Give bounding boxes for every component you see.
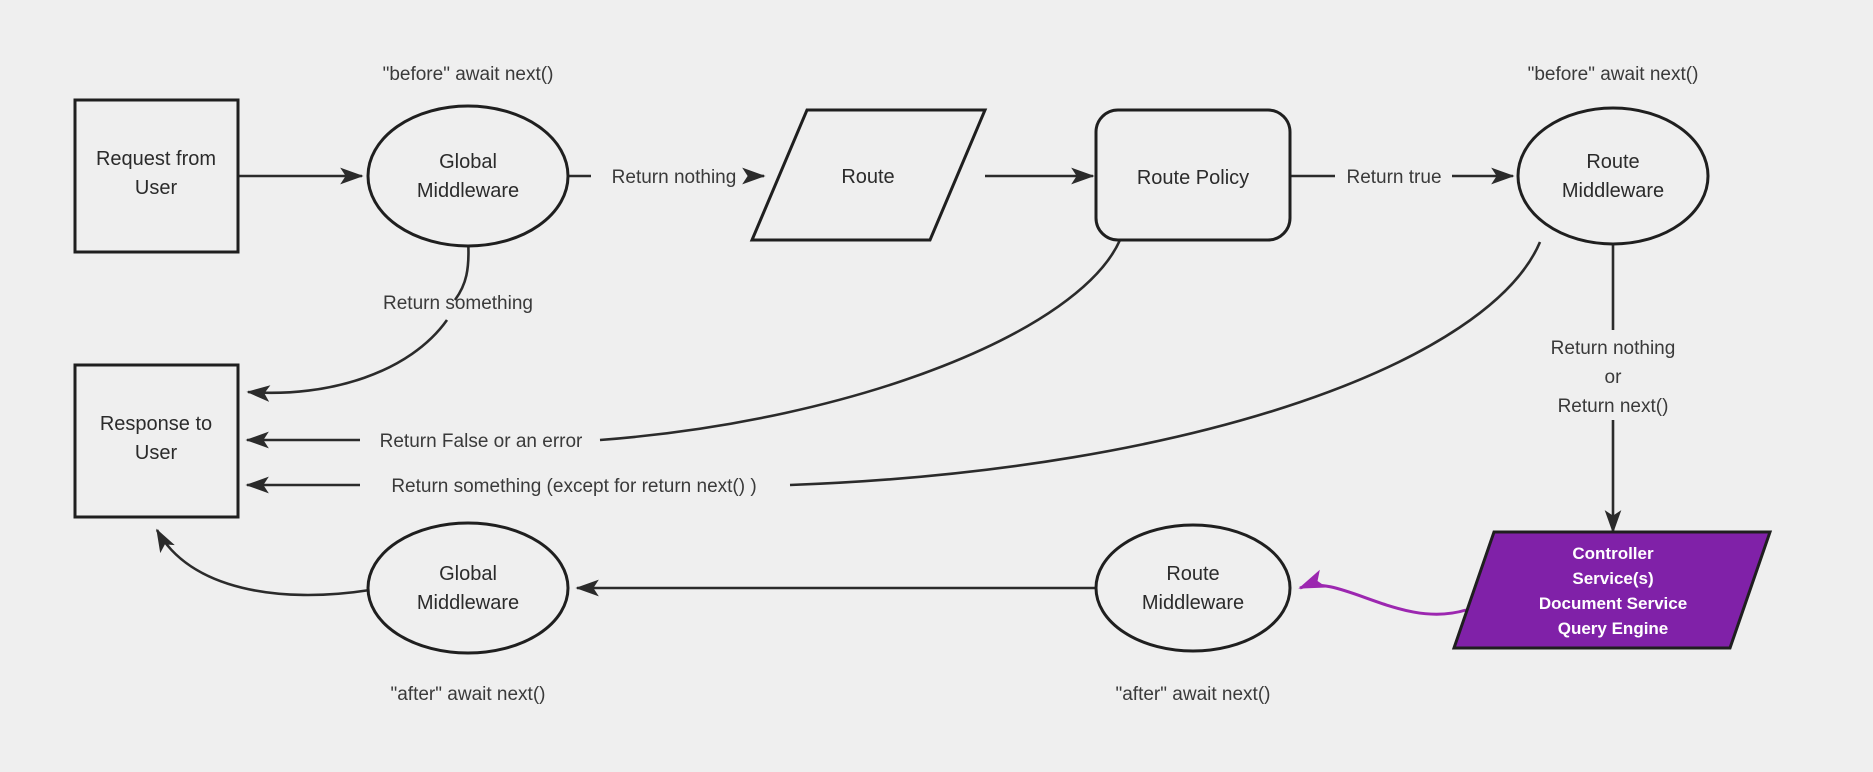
node-route-middleware-bottom[interactable]: Route Middleware bbox=[1094, 523, 1292, 653]
node-route-middleware-top-line2: Middleware bbox=[1562, 180, 1664, 202]
node-controller-services-line2: Service(s) bbox=[1572, 569, 1653, 588]
edge-label-return-false-or-error: Return False or an error bbox=[380, 431, 583, 452]
node-global-middleware-bottom-line2: Middleware bbox=[417, 592, 519, 614]
edge-route-middleware-return-something-curve bbox=[789, 241, 1542, 487]
node-route-label: Route bbox=[841, 166, 894, 188]
node-global-middleware-top-line1: Global bbox=[439, 151, 497, 173]
node-global-middleware-top-line2: Middleware bbox=[417, 180, 519, 202]
node-response-to-user[interactable]: Response to User bbox=[73, 363, 240, 519]
node-global-middleware-bottom[interactable]: Global Middleware bbox=[366, 521, 570, 655]
edge-label-return-something: Return something bbox=[383, 293, 533, 314]
edge-label-return-nothing-or-next-line1: Return nothing bbox=[1551, 338, 1676, 359]
node-route[interactable]: Route bbox=[749, 108, 988, 242]
node-controller-services[interactable]: Controller Service(s) Document Service Q… bbox=[1451, 530, 1773, 650]
annotation-after-await-next-route: "after" await next() bbox=[1116, 684, 1271, 705]
node-global-middleware-top[interactable]: Global Middleware bbox=[366, 104, 570, 248]
edge-label-return-true: Return true bbox=[1346, 167, 1441, 188]
edge-label-return-nothing-or-next-line2: or bbox=[1605, 367, 1623, 388]
edge-controller-to-route-middleware-bottom bbox=[1298, 569, 1467, 616]
node-controller-services-line4: Query Engine bbox=[1558, 619, 1669, 638]
edge-global-middleware-bottom-to-response bbox=[155, 528, 371, 597]
edge-global-middleware-return-something-lower bbox=[246, 319, 449, 402]
node-route-policy-label: Route Policy bbox=[1137, 167, 1249, 189]
node-response-to-user-line1: Response to bbox=[100, 413, 212, 435]
edge-route-policy-return-false-curve bbox=[599, 239, 1122, 442]
node-request-from-user[interactable]: Request from User bbox=[73, 98, 240, 254]
node-route-middleware-bottom-line2: Middleware bbox=[1142, 592, 1244, 614]
edge-label-return-nothing: Return nothing bbox=[612, 167, 737, 188]
edge-label-return-something-except-next: Return something (except for return next… bbox=[391, 476, 756, 497]
node-request-from-user-line1: Request from bbox=[96, 148, 216, 170]
node-global-middleware-bottom-line1: Global bbox=[439, 563, 497, 585]
node-response-to-user-line2: User bbox=[135, 442, 178, 464]
node-controller-services-line3: Document Service bbox=[1539, 594, 1687, 613]
node-route-middleware-bottom-line1: Route bbox=[1166, 563, 1219, 585]
annotation-before-await-next-route: "before" await next() bbox=[1528, 64, 1699, 85]
node-route-middleware-top-line1: Route bbox=[1586, 151, 1639, 173]
node-request-from-user-line2: User bbox=[135, 177, 178, 199]
annotation-before-await-next-global: "before" await next() bbox=[383, 64, 554, 85]
node-route-policy[interactable]: Route Policy bbox=[1094, 108, 1292, 242]
annotation-after-await-next-global: "after" await next() bbox=[391, 684, 546, 705]
edge-label-return-nothing-or-next-line3: Return next() bbox=[1558, 396, 1669, 417]
node-route-middleware-top[interactable]: Route Middleware bbox=[1516, 106, 1710, 246]
node-controller-services-line1: Controller bbox=[1572, 544, 1654, 563]
